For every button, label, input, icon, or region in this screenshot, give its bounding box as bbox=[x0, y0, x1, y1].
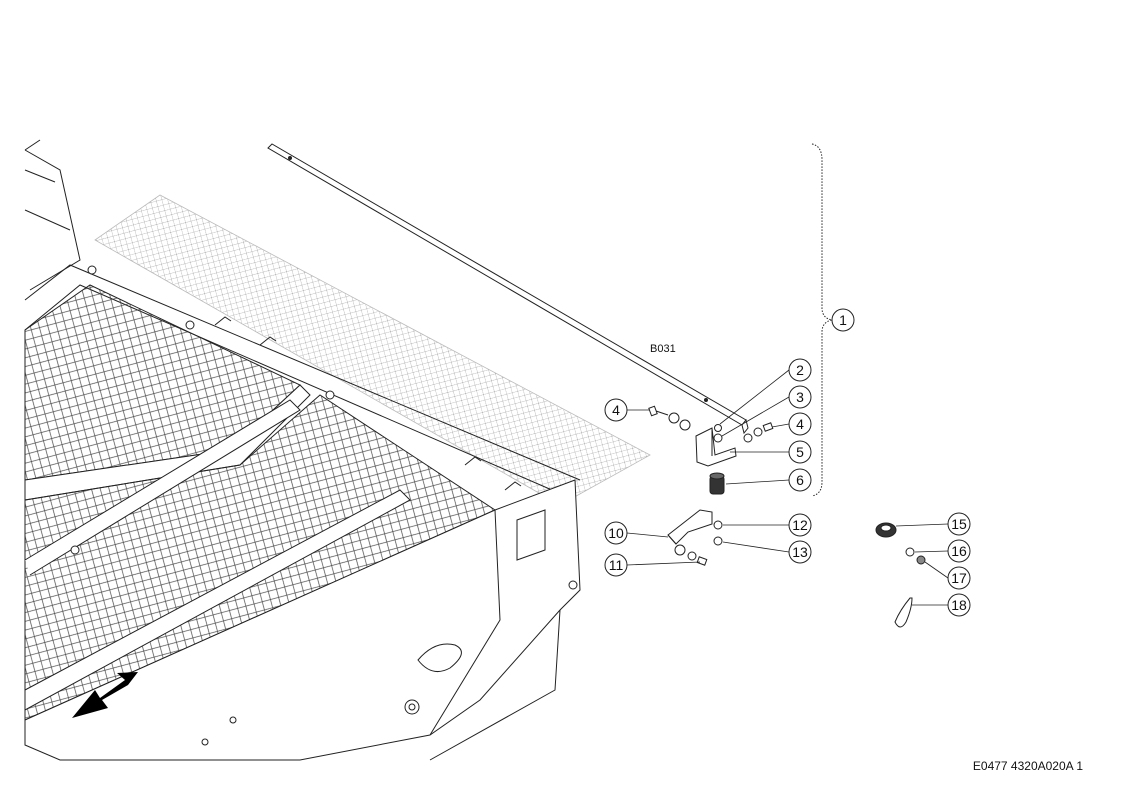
callout-5: 5 bbox=[788, 440, 812, 464]
svg-text:15: 15 bbox=[951, 516, 967, 532]
svg-text:3: 3 bbox=[796, 389, 804, 405]
direction-arrow bbox=[72, 672, 138, 718]
callout-13: 13 bbox=[788, 540, 812, 564]
svg-text:10: 10 bbox=[608, 525, 624, 541]
svg-text:4: 4 bbox=[612, 402, 620, 418]
callout-2: 2 bbox=[788, 358, 812, 382]
callout-4-right: 4 bbox=[788, 412, 812, 436]
svg-text:5: 5 bbox=[796, 444, 804, 460]
svg-text:13: 13 bbox=[792, 544, 808, 560]
svg-text:16: 16 bbox=[951, 543, 967, 559]
callout-1: 1 bbox=[831, 308, 855, 332]
svg-text:18: 18 bbox=[951, 597, 967, 613]
callout-6: 6 bbox=[788, 468, 812, 492]
svg-text:11: 11 bbox=[609, 557, 624, 573]
part-label-b031: B031 bbox=[650, 343, 676, 355]
callout-15: 15 bbox=[947, 512, 971, 536]
callout-16: 16 bbox=[947, 539, 971, 563]
leader-lines bbox=[626, 369, 949, 606]
callout-10: 10 bbox=[604, 521, 628, 545]
svg-text:2: 2 bbox=[796, 362, 804, 378]
callout-17: 17 bbox=[947, 566, 971, 590]
svg-text:4: 4 bbox=[796, 416, 804, 432]
callout-18: 18 bbox=[947, 593, 971, 617]
svg-text:6: 6 bbox=[796, 472, 804, 488]
svg-text:17: 17 bbox=[951, 570, 967, 586]
drawing-code: E0477 4320A020A 1 bbox=[973, 759, 1083, 773]
callout-4-left: 4 bbox=[604, 398, 628, 422]
svg-text:12: 12 bbox=[792, 517, 808, 533]
callout-11: 11 bbox=[604, 553, 628, 577]
machine-frame bbox=[24, 139, 581, 761]
callout-3: 3 bbox=[788, 385, 812, 409]
callout-12: 12 bbox=[788, 513, 812, 537]
mount-hardware bbox=[648, 405, 926, 628]
svg-text:1: 1 bbox=[839, 312, 847, 328]
assembly-brace bbox=[811, 143, 833, 497]
background-grate bbox=[94, 194, 651, 506]
